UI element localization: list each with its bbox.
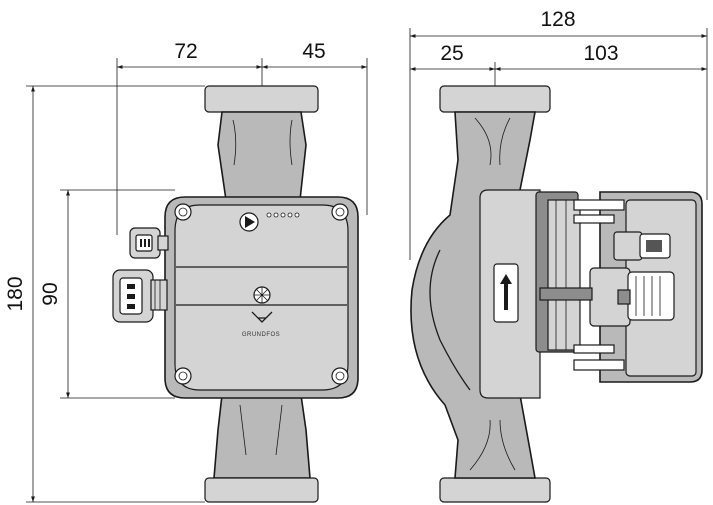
led-dot [287,212,293,218]
pump-front-view: GRUNDFOS [112,85,359,503]
led-indicators [266,212,300,218]
power-connector [112,269,168,323]
dim-72: 72 [174,40,197,63]
dim-103: 103 [583,42,618,65]
dim-90: 90 [39,282,62,305]
side-signal-connector [613,231,671,261]
motor-fins [573,199,625,371]
screw-top-right [331,203,349,221]
pump-side-view [410,85,703,503]
screw-bottom-right [331,367,349,385]
flow-arrow-icon [500,274,512,310]
dim-180: 180 [4,276,27,311]
dimension-lines [26,28,708,503]
shaft-center-icon [253,286,271,304]
led-dot [273,212,279,218]
led-dot [266,212,272,218]
dim-25: 25 [440,42,463,65]
screw-top-left [174,203,192,221]
side-power-connector [589,267,675,327]
brand-text: GRUNDFOS [242,332,280,338]
mode-button-icon[interactable] [239,212,259,232]
dim-45: 45 [302,40,325,63]
led-dot [280,212,286,218]
grundfos-logo: GRUNDFOS [242,311,280,338]
screw-bottom-left [174,367,192,385]
signal-connector [129,227,169,259]
led-dot [294,212,300,218]
dim-128: 128 [540,8,575,31]
